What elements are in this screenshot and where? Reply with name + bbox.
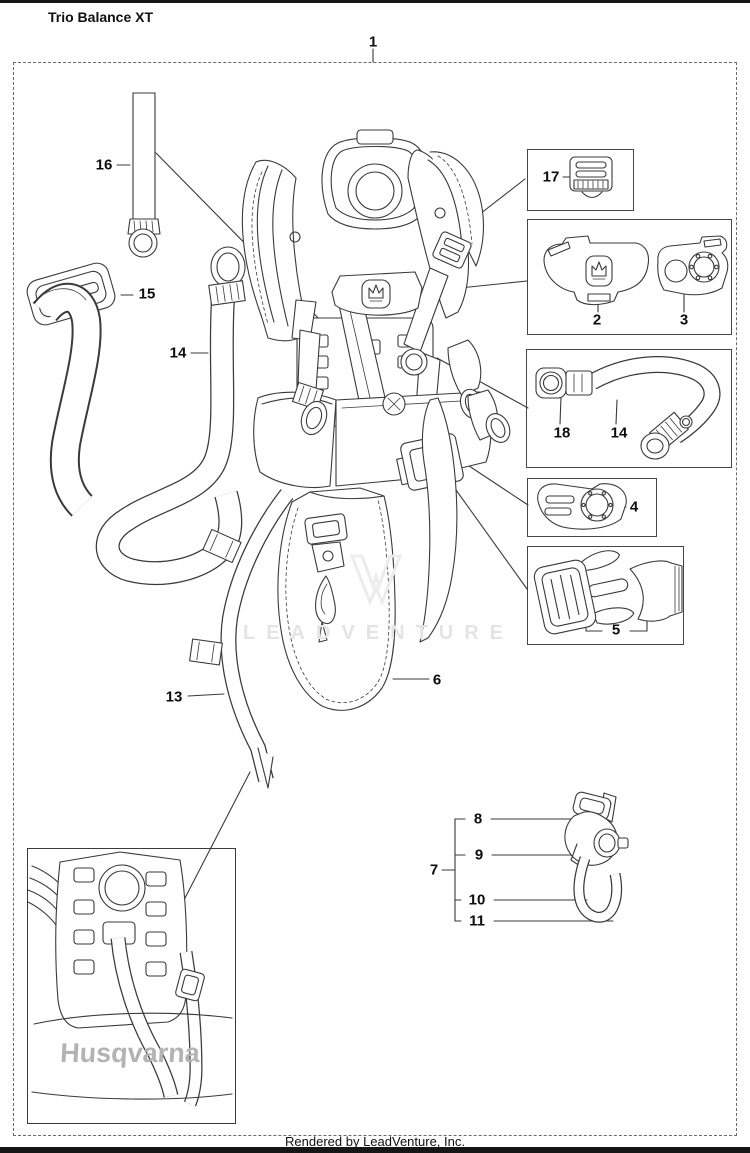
callout-box-5 xyxy=(527,546,684,645)
part-label-7: 7 xyxy=(429,861,439,879)
part-label-5: 5 xyxy=(611,621,621,639)
part-label-17: 17 xyxy=(542,168,560,186)
part-label-13: 13 xyxy=(165,688,183,706)
part-label-1: 1 xyxy=(368,33,378,51)
bottom-border-bar xyxy=(0,1147,750,1153)
inset-detail-box xyxy=(27,848,236,1124)
husqvarna-logo-text: Husqvarna xyxy=(59,1038,201,1068)
part-label-6: 6 xyxy=(432,671,442,689)
part-label-4: 4 xyxy=(629,498,639,516)
part-label-11: 11 xyxy=(469,912,485,930)
diagram-frame xyxy=(13,62,737,1136)
part-label-9: 9 xyxy=(474,846,484,864)
part-label-8: 8 xyxy=(473,810,483,828)
footer-credit: Rendered by LeadVenture, Inc. xyxy=(285,1134,465,1149)
callout-box-2-3 xyxy=(527,219,732,335)
part-label-14-box: 14 xyxy=(610,424,628,442)
callout-box-18-14 xyxy=(526,349,732,468)
part-label-15: 15 xyxy=(138,285,156,303)
part-label-10: 10 xyxy=(468,891,486,909)
part-label-16: 16 xyxy=(95,156,113,174)
part-label-14-left: 14 xyxy=(169,344,187,362)
part-label-18: 18 xyxy=(553,424,571,442)
part-label-2: 2 xyxy=(592,311,602,329)
page-title: Trio Balance XT xyxy=(48,9,154,25)
callout-box-17 xyxy=(527,149,634,211)
part-label-3: 3 xyxy=(679,311,689,329)
top-border-bar xyxy=(0,0,750,3)
